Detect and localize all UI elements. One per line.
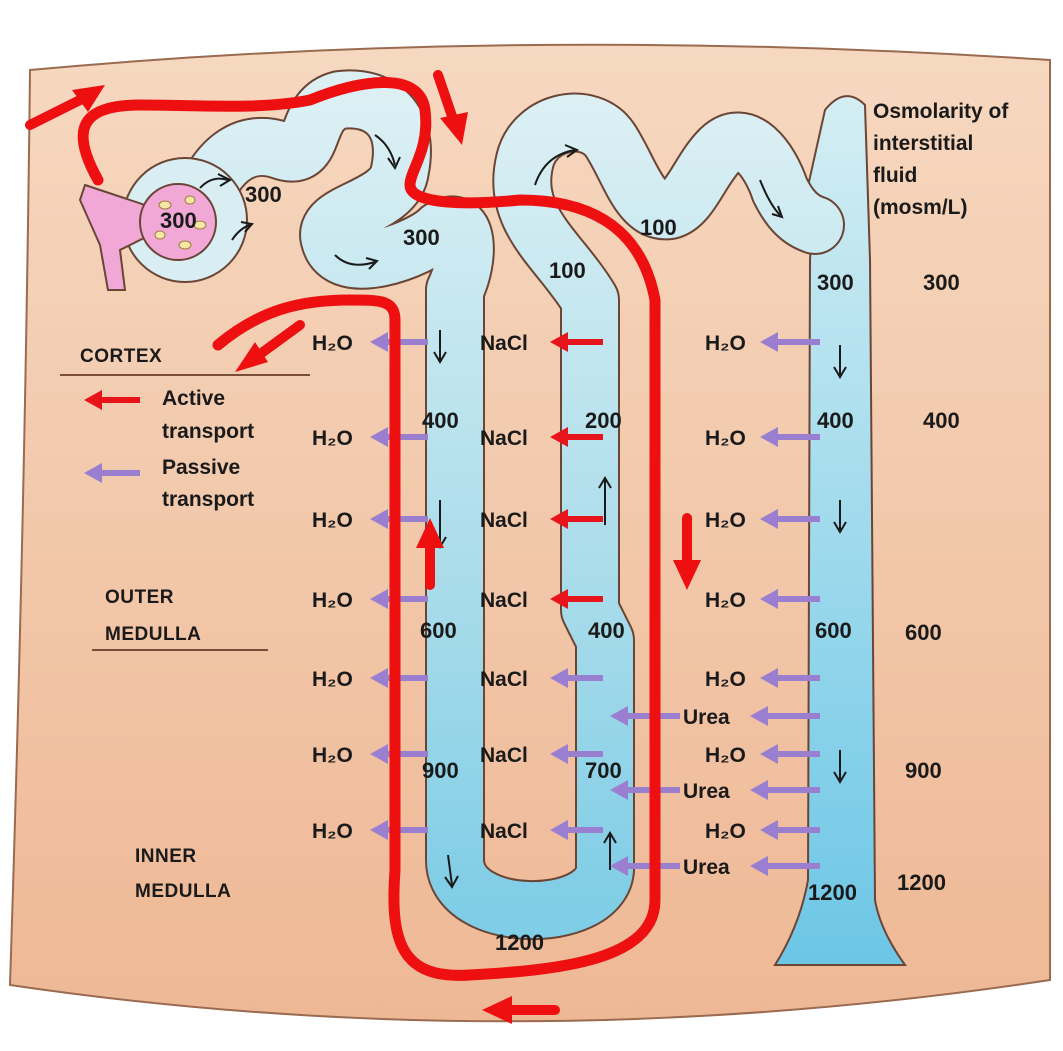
- zone-inner-label-2: MEDULLA: [135, 881, 231, 902]
- zone-inner-label-1: INNER: [135, 846, 197, 867]
- urea-label: Urea: [683, 856, 730, 879]
- water-label: H₂O: [312, 744, 353, 767]
- ascending-value-700: 700: [585, 758, 622, 783]
- water-label: H₂O: [705, 332, 746, 355]
- proximal-value-2: 300: [403, 225, 440, 250]
- collecting-value-1200: 1200: [808, 880, 857, 905]
- water-label: H₂O: [312, 427, 353, 450]
- urea-label: Urea: [683, 780, 730, 803]
- ascending-value-100: 100: [549, 258, 586, 283]
- proximal-value: 300: [245, 182, 282, 207]
- descending-value-600: 600: [420, 618, 457, 643]
- water-label: H₂O: [705, 509, 746, 532]
- salt-label: NaCl: [480, 589, 528, 612]
- collecting-value-400: 400: [817, 408, 854, 433]
- interstitial-value-400: 400: [923, 408, 960, 433]
- salt-label: NaCl: [480, 668, 528, 691]
- loop-bottom-value: 1200: [495, 930, 544, 955]
- header-line-2: interstitial: [873, 132, 973, 155]
- header-line-1: Osmolarity of: [873, 100, 1009, 123]
- salt-label: NaCl: [480, 509, 528, 532]
- salt-label: NaCl: [480, 820, 528, 843]
- salt-label: NaCl: [480, 427, 528, 450]
- glomerulus-value: 300: [160, 208, 197, 233]
- interstitial-value-600: 600: [905, 620, 942, 645]
- descending-value-900: 900: [422, 758, 459, 783]
- urea-label: Urea: [683, 706, 730, 729]
- interstitial-value-900: 900: [905, 758, 942, 783]
- water-label: H₂O: [705, 589, 746, 612]
- salt-label: NaCl: [480, 332, 528, 355]
- legend-passive-label-1: Passive: [162, 456, 240, 479]
- water-label: H₂O: [312, 332, 353, 355]
- water-label: H₂O: [312, 589, 353, 612]
- header-line-4: (mosm/L): [873, 196, 968, 219]
- water-label: H₂O: [705, 668, 746, 691]
- collecting-value-300: 300: [817, 270, 854, 295]
- water-label: H₂O: [312, 509, 353, 532]
- collecting-value-600: 600: [815, 618, 852, 643]
- distal-value: 100: [640, 215, 677, 240]
- interstitial-value-300: 300: [923, 270, 960, 295]
- water-label: H₂O: [705, 744, 746, 767]
- legend-passive-label-2: transport: [162, 488, 254, 511]
- water-label: H₂O: [705, 820, 746, 843]
- legend-active-label-1: Active: [162, 387, 225, 410]
- water-label: H₂O: [312, 668, 353, 691]
- zone-outer-label-2: MEDULLA: [105, 624, 201, 645]
- zone-cortex-label: CORTEX: [80, 346, 162, 367]
- salt-label: NaCl: [480, 744, 528, 767]
- zone-outer-label-1: OUTER: [105, 587, 174, 608]
- water-label: H₂O: [312, 820, 353, 843]
- interstitial-value-1200: 1200: [897, 870, 946, 895]
- legend-active-label-2: transport: [162, 420, 254, 443]
- water-label: H₂O: [705, 427, 746, 450]
- descending-value-400: 400: [422, 408, 459, 433]
- ascending-value-200: 200: [585, 408, 622, 433]
- ascending-value-400: 400: [588, 618, 625, 643]
- header-line-3: fluid: [873, 164, 917, 187]
